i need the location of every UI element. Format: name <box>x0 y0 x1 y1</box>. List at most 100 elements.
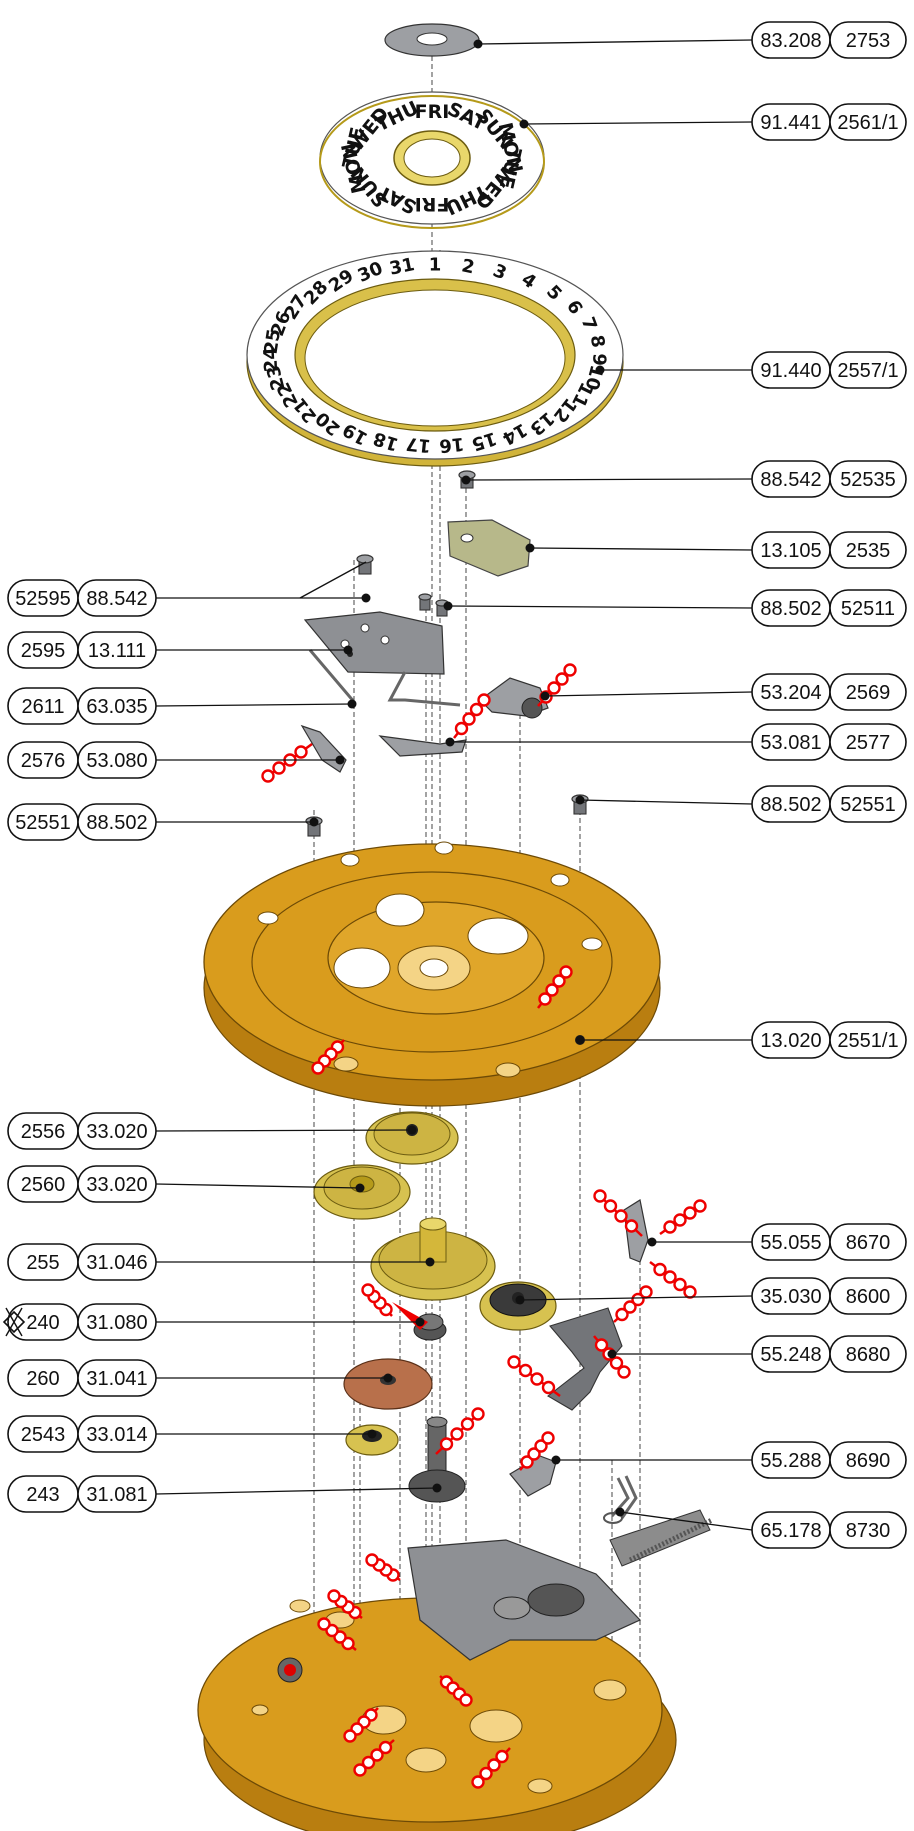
leader-dot <box>407 1125 417 1135</box>
callout-part: 2543 <box>7 1415 79 1453</box>
shock-protection-icon <box>2 1307 26 1337</box>
callout-ref-text: 88.542 <box>760 469 821 491</box>
day-label: FRI <box>415 193 450 215</box>
callout-part-text: 260 <box>26 1368 59 1390</box>
callout-part-text: 52551 <box>15 812 71 834</box>
leader-line <box>155 703 353 707</box>
leader-dot <box>425 1257 435 1267</box>
callout-part-text: 52511 <box>841 598 895 620</box>
callout-part-text: 2557/1 <box>837 360 898 382</box>
callout-ref: 33.014 <box>77 1415 157 1453</box>
date-number: 8 <box>586 334 609 350</box>
callout-ref: 53.204 <box>751 673 831 711</box>
callout-part: 2611 <box>7 687 79 725</box>
callout-part: 2576 <box>7 741 79 779</box>
leader-lines <box>155 39 753 1531</box>
leader-line <box>579 799 753 805</box>
callout-right: 88.542 52535 <box>751 460 907 498</box>
callout-ref: 91.441 <box>751 103 831 141</box>
callout-left: 2576 53.080 <box>7 741 157 779</box>
callout-ref-text: 55.288 <box>760 1450 821 1472</box>
date-jumper-bridge-13105 <box>447 519 531 577</box>
screw-88542-left <box>356 554 374 575</box>
callout-part: 2560 <box>7 1165 79 1203</box>
callout-ref: 88.542 <box>751 460 831 498</box>
callout-right: 55.288 8690 <box>751 1441 907 1479</box>
callout-ref: 13.020 <box>751 1021 831 1059</box>
leader-line <box>447 605 753 609</box>
leader-dot <box>540 691 550 701</box>
callout-part: 2569 <box>829 673 907 711</box>
callout-part: 52535 <box>829 460 907 498</box>
leader-dot <box>347 699 357 709</box>
date-number: 1 <box>429 255 442 276</box>
callout-ref: 13.111 <box>77 631 157 669</box>
callout-part-text: 8690 <box>846 1450 891 1472</box>
leader-dot <box>367 1429 377 1439</box>
leader-dot <box>575 795 585 805</box>
callout-left: 52551 88.502 <box>7 803 157 841</box>
callout-part-text: 8670 <box>846 1232 891 1254</box>
callout-ref: 33.020 <box>77 1165 157 1203</box>
leader-dot <box>519 119 529 129</box>
screw-88542-top <box>458 470 476 489</box>
leader-line <box>529 547 753 551</box>
callout-ref-text: 55.248 <box>760 1344 821 1366</box>
date-number: 24 <box>260 347 282 373</box>
leader-dot <box>415 1317 425 1327</box>
leader-line <box>155 1487 438 1495</box>
wheel-35030 <box>479 1281 557 1331</box>
leader-dot <box>335 755 345 765</box>
leader-line <box>544 691 753 697</box>
leader-line <box>299 561 367 599</box>
lubrication-point-icon <box>519 1431 555 1471</box>
day-label: FRI <box>415 101 450 123</box>
callout-ref-text: 31.046 <box>86 1252 147 1274</box>
callout-ref-text: 65.178 <box>760 1520 821 1542</box>
lubrication-point-icon <box>471 1747 511 1789</box>
callout-ref-text: 13.020 <box>760 1030 821 1052</box>
callout-ref: 88.502 <box>751 785 831 823</box>
callout-part-text: 2543 <box>21 1424 66 1446</box>
callout-part-text: 2753 <box>846 30 891 52</box>
leader-dot <box>607 1349 617 1359</box>
leader-line <box>523 121 753 125</box>
lever-53204 <box>479 677 549 719</box>
leader-line <box>155 1183 361 1189</box>
callout-part: 52595 <box>7 579 79 617</box>
lubrication-point-icon <box>593 1189 643 1237</box>
date-number: 25 <box>261 327 286 355</box>
leader-dot <box>443 601 453 611</box>
callout-part: 8730 <box>829 1511 907 1549</box>
callout-ref: 31.080 <box>77 1303 157 1341</box>
callout-ref: 31.046 <box>77 1243 157 1281</box>
callout-ref-text: 35.030 <box>760 1286 821 1308</box>
callout-ref: 31.081 <box>77 1475 157 1513</box>
lubrication-point-icon <box>613 1285 653 1323</box>
callout-ref-text: 53.080 <box>86 750 147 772</box>
callout-ref: 13.105 <box>751 531 831 569</box>
callout-ref-text: 33.020 <box>86 1174 147 1196</box>
callout-ref-text: 63.035 <box>86 696 147 718</box>
callout-part-text: 243 <box>26 1484 59 1506</box>
leader-dot <box>515 1295 525 1305</box>
lubrication-point-icon <box>439 1675 473 1707</box>
lubrication-point-icon <box>435 1407 485 1455</box>
leader-dot <box>343 645 353 655</box>
lever-53080 <box>300 724 347 773</box>
leader-line <box>155 1129 413 1132</box>
callout-part: 8690 <box>829 1441 907 1479</box>
leader-dot <box>473 39 483 49</box>
lubrication-point-icon <box>453 693 491 739</box>
spring-63035 <box>308 649 461 707</box>
callout-ref-text: 88.502 <box>86 812 147 834</box>
callout-left: 243 31.081 <box>7 1475 157 1513</box>
lubrication-point-icon <box>659 1199 707 1236</box>
